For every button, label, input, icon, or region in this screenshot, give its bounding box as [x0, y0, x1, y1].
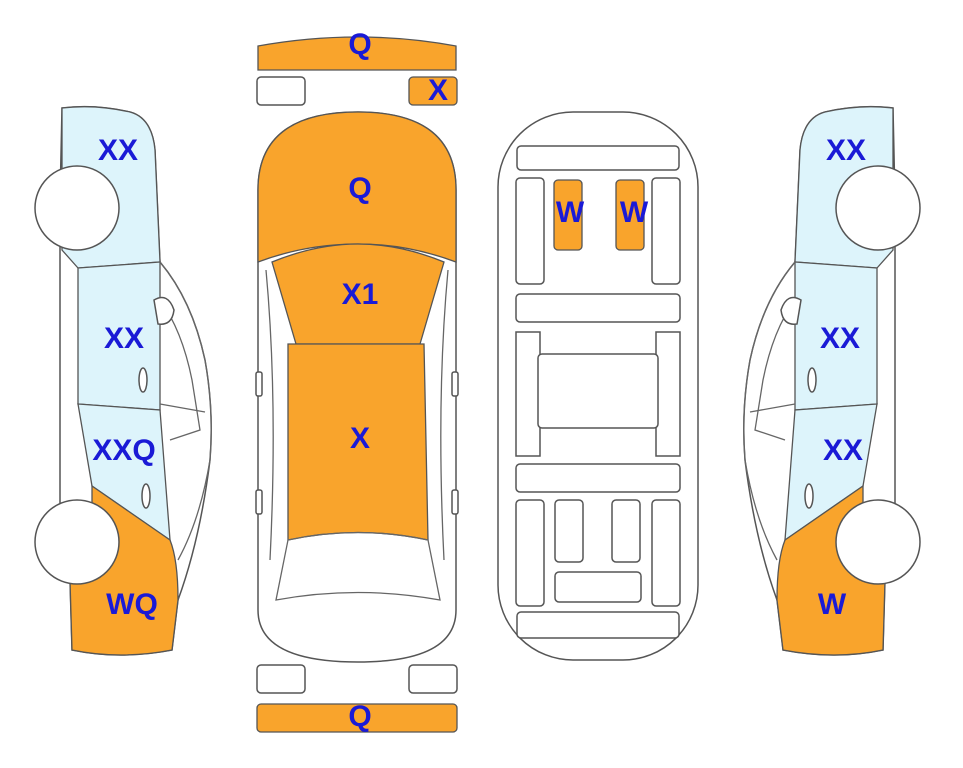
top-right-rear-handle [451, 489, 459, 515]
label-front-right-marker: X [428, 74, 448, 107]
right-side-view: XX XX XX W [743, 105, 921, 656]
top-right-mirror [451, 371, 459, 397]
right-rear-door-handle [804, 483, 814, 509]
label-windshield: X1 [342, 278, 379, 311]
underbody-front-left-rail [515, 177, 545, 285]
left-front-door-handle [138, 367, 148, 393]
right-windows-line [743, 261, 796, 561]
underbody-mid-bar [515, 293, 681, 323]
label-left-rear-quarter: WQ [106, 588, 158, 621]
left-rear-wheel [34, 499, 120, 585]
label-hood: Q [348, 172, 371, 205]
label-right-rear-quarter: W [818, 588, 847, 621]
front-right-marker-panel[interactable] [408, 76, 458, 106]
label-right-rear-door: XX [823, 434, 863, 467]
underbody-left-panel[interactable] [553, 179, 583, 251]
underbody-right-bracket [655, 331, 681, 457]
underbody-view: W W [497, 111, 699, 661]
left-windows-line [159, 261, 212, 561]
underbody-left-bracket [515, 331, 541, 457]
underbody-rear-bar [516, 611, 680, 639]
right-front-door-handle [807, 367, 817, 393]
front-left-marker [256, 76, 306, 106]
top-right-pillar-line [440, 269, 449, 561]
right-front-wheel [835, 165, 921, 251]
rear-bumper-panel[interactable] [256, 703, 458, 733]
left-rear-door-handle [141, 483, 151, 509]
right-rear-wheel [835, 499, 921, 585]
right-mirror [780, 296, 802, 325]
underbody-rear-cross [554, 571, 642, 603]
label-left-front-fender: XX [98, 134, 138, 167]
label-underbody-right: W [620, 196, 649, 229]
label-underbody-left: W [556, 196, 585, 229]
underbody-right-panel[interactable] [615, 179, 645, 251]
underbody-lower-bar [515, 463, 681, 493]
front-bumper-panel[interactable] [257, 36, 457, 71]
top-left-rear-handle [255, 489, 263, 515]
rear-right-marker [408, 664, 458, 694]
underbody-front-right-rail [651, 177, 681, 285]
rear-left-marker [256, 664, 306, 694]
left-door-seam [159, 403, 206, 413]
label-front-bumper: Q [348, 28, 371, 61]
label-right-front-door: XX [820, 322, 860, 355]
underbody-rear-left-rail [515, 499, 545, 607]
left-mirror [153, 296, 175, 325]
left-front-wheel [34, 165, 120, 251]
top-left-pillar-line [265, 269, 274, 561]
left-side-view: XX XX XXQ WQ [34, 105, 212, 656]
label-left-rear-door: XXQ [92, 434, 155, 467]
windshield-panel[interactable] [271, 243, 445, 345]
label-roof: X [350, 422, 370, 455]
label-rear-bumper: Q [348, 700, 371, 733]
right-door-seam [749, 403, 796, 413]
underbody-center-plate [537, 353, 659, 429]
label-right-front-fender: XX [826, 134, 866, 167]
label-left-front-door: XX [104, 322, 144, 355]
underbody-rear-left-slot [554, 499, 584, 563]
top-left-mirror [255, 371, 263, 397]
top-view: Q X Q X1 X Q [255, 28, 459, 733]
underbody-rear-right-rail [651, 499, 681, 607]
underbody-rear-right-slot [611, 499, 641, 563]
rear-window [275, 531, 441, 601]
underbody-front-bar [516, 145, 680, 171]
hood-panel[interactable] [257, 111, 457, 263]
